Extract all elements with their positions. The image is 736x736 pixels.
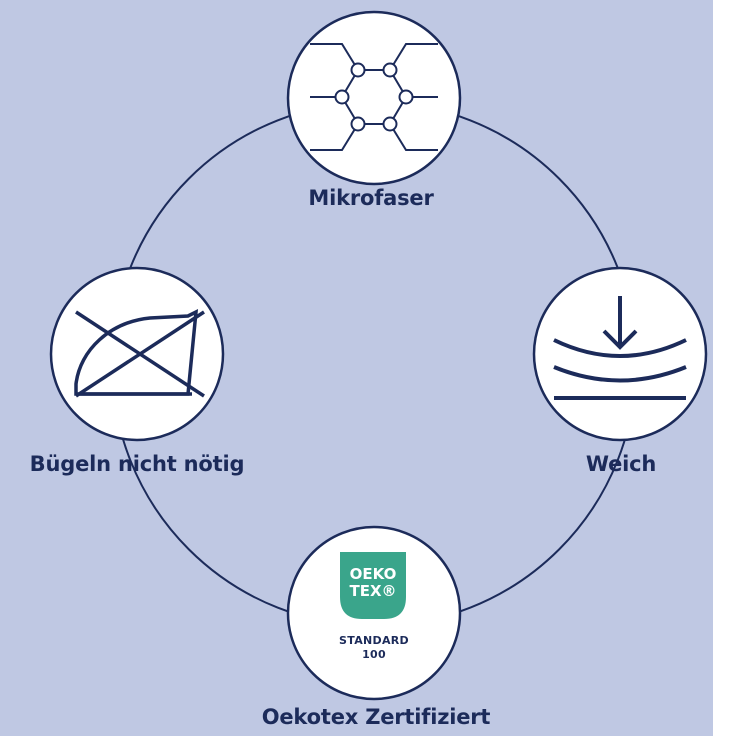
oekotex-number: 100 xyxy=(362,648,386,661)
label-oekotex-zertifiziert: Oekotex Zertifiziert xyxy=(261,705,491,729)
microfiber-hexagon-icon xyxy=(310,43,438,151)
oekotex-logo xyxy=(340,552,406,619)
oekotex-logo-text: OEKO TEX® xyxy=(349,566,396,600)
right-edge-strip xyxy=(713,0,736,736)
oekotex-standard-text: STANDARD 100 xyxy=(339,634,409,662)
oekotex-line2: TEX® xyxy=(349,582,397,600)
label-mikrofaser: Mikrofaser xyxy=(308,186,434,210)
oekotex-leaf-shape xyxy=(340,552,406,619)
feature-left-circle xyxy=(49,266,225,442)
soft-layers-arrow-icon xyxy=(553,296,687,400)
oekotex-line1: OEKO xyxy=(349,565,397,583)
label-weich: Weich xyxy=(585,452,657,476)
oekotex-standard: STANDARD xyxy=(339,634,409,647)
label-buegeln-nicht-noetig: Bügeln nicht nötig xyxy=(29,452,245,476)
feature-bottom-circle xyxy=(286,525,462,701)
no-ironing-icon xyxy=(74,309,205,398)
feature-top-circle xyxy=(286,10,462,186)
feature-right-circle xyxy=(532,266,708,442)
